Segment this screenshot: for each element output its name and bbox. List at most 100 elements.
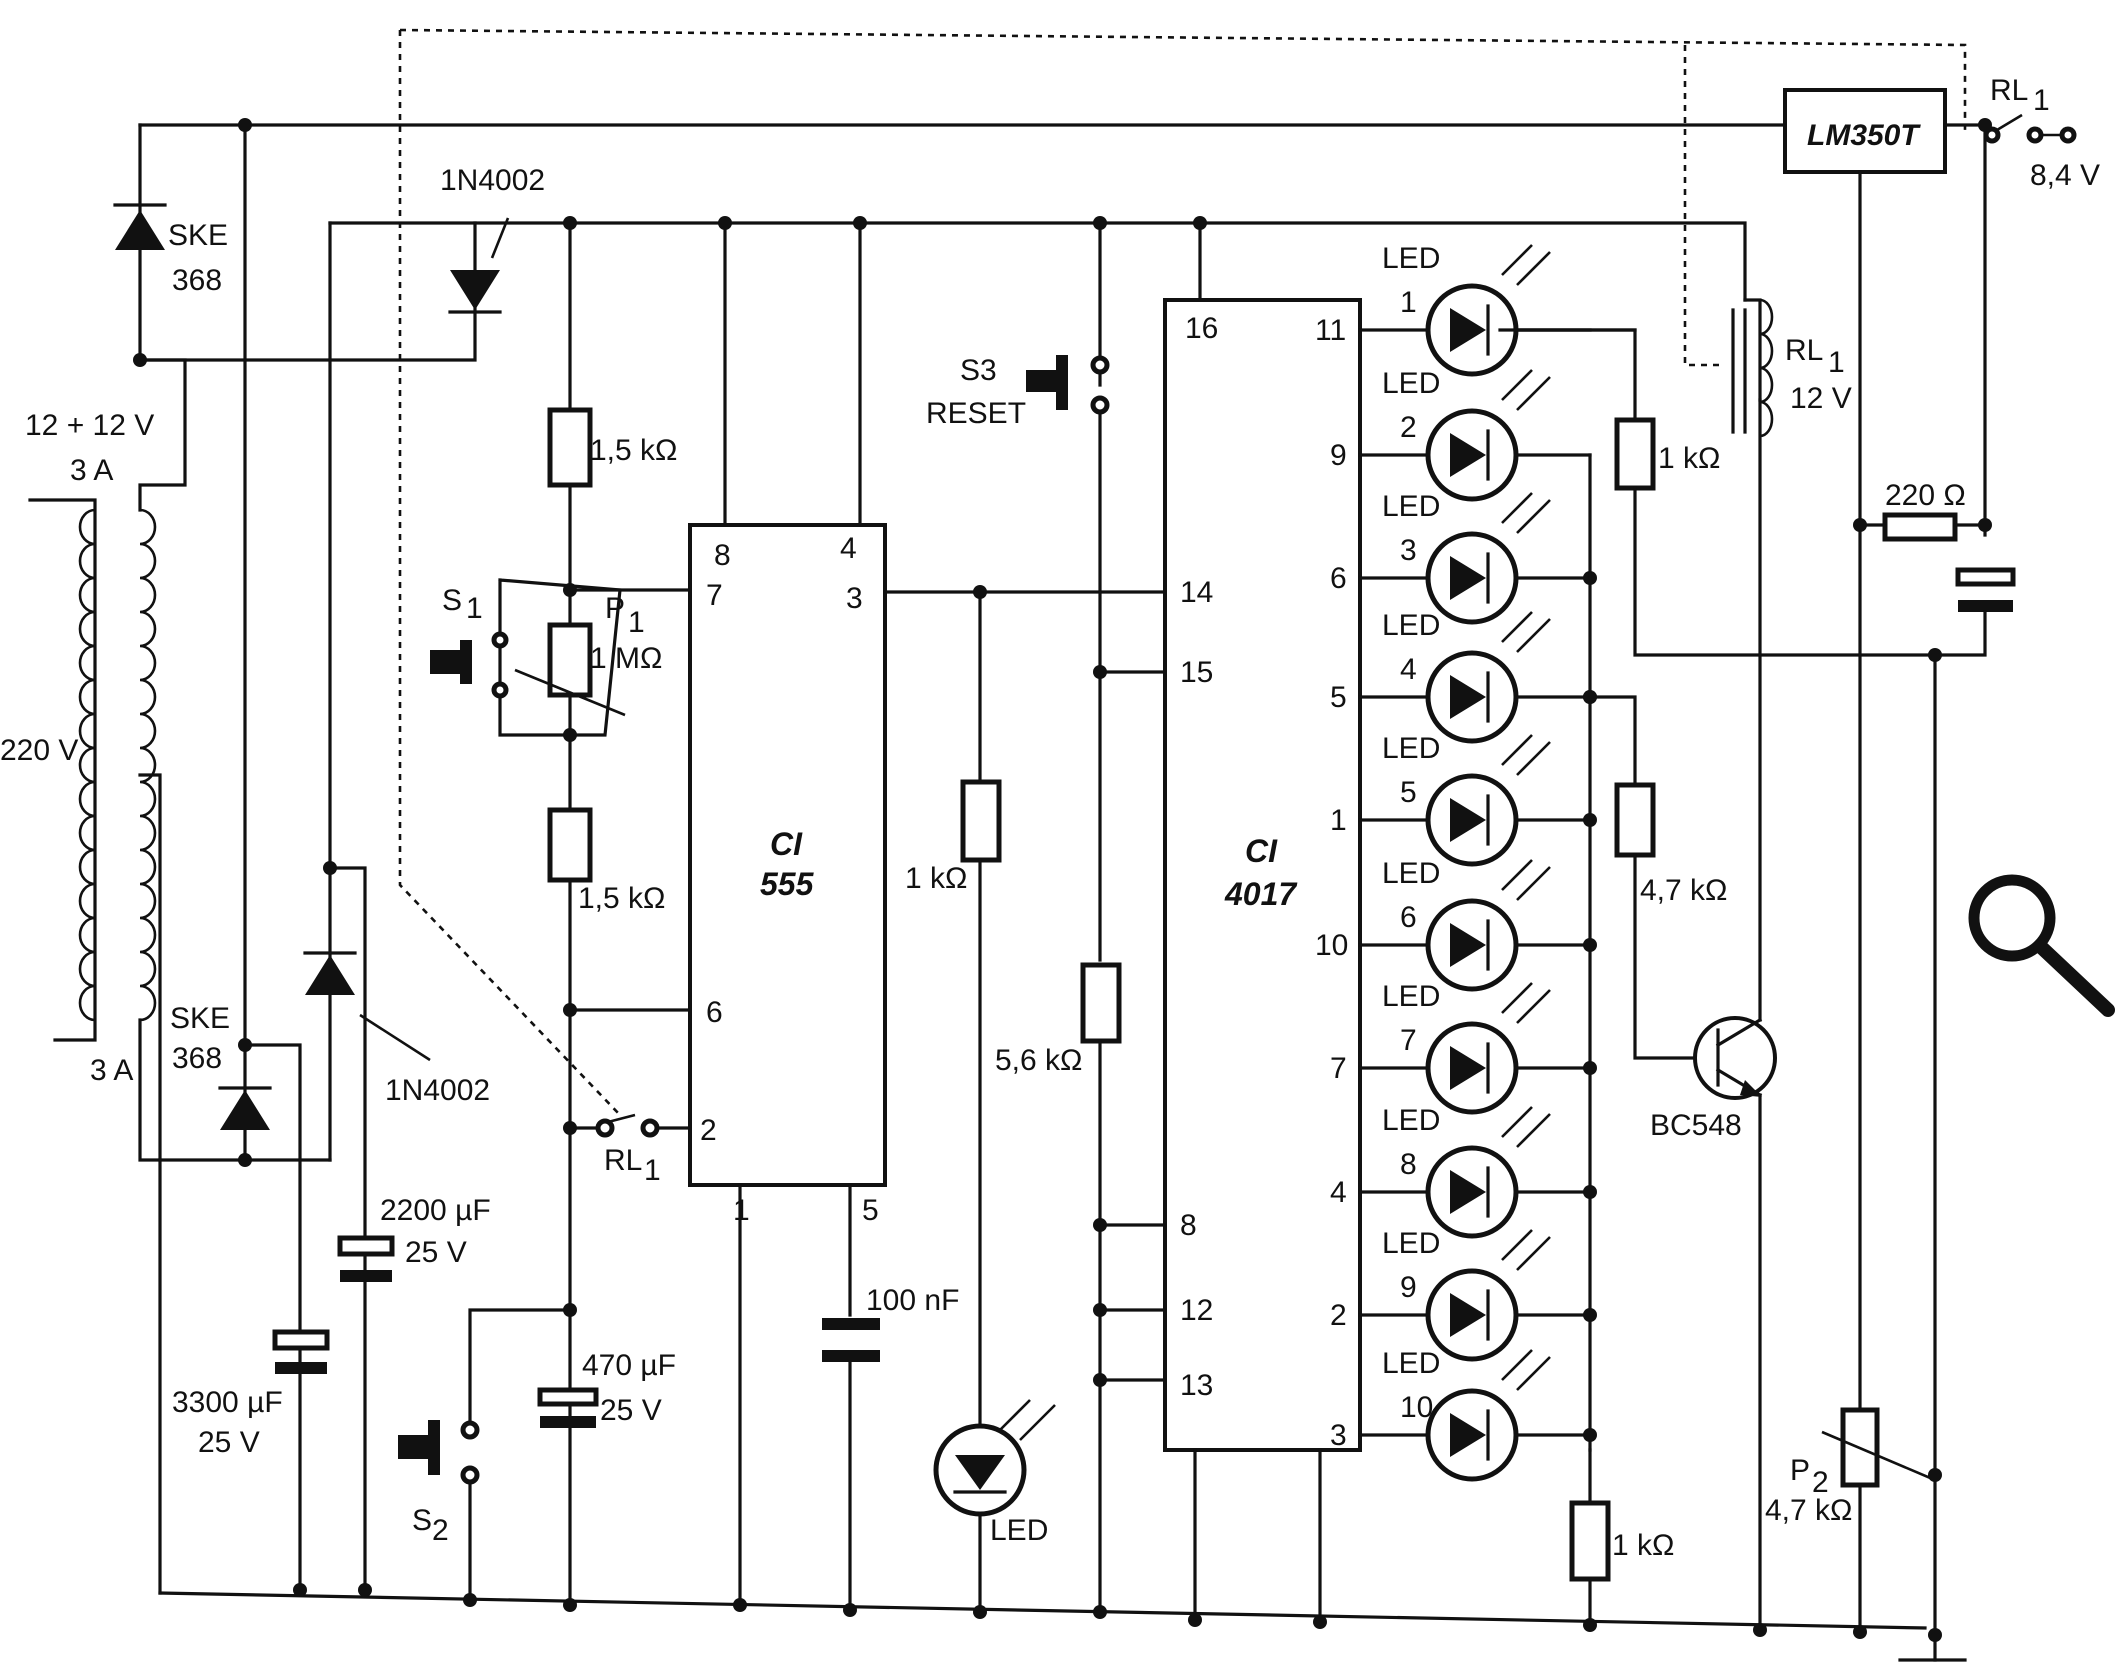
secondary-current-bottom: 3 A <box>90 1054 133 1087</box>
led-number: 2 <box>1400 411 1417 444</box>
led-ray <box>1501 859 1533 891</box>
led-ray <box>1516 251 1551 286</box>
c3-voltage: 25 V <box>600 1394 662 1427</box>
pin-4017-out: 1 <box>1330 804 1347 837</box>
led-ray <box>1501 369 1533 401</box>
pin-555-6: 6 <box>706 996 723 1029</box>
relay-driver: 1 kΩ 4,7 kΩ BC548 RL 1 12 V <box>1498 298 1937 1632</box>
base-resistor: 4,7 kΩ <box>1640 874 1727 907</box>
led-number: 1 <box>1400 286 1417 319</box>
ic-4017-label: CI <box>1245 833 1278 869</box>
timer-section: 1,5 kΩ P 1 1 MΩ 1,5 kΩ RL 1 S 1 <box>398 221 959 1612</box>
junction-dot <box>1583 1428 1597 1442</box>
transistor-bc548 <box>1693 1016 1777 1100</box>
switch-s2[interactable] <box>398 1420 480 1485</box>
regulator-box <box>1783 88 1947 174</box>
led-row: LED 5 1 <box>1330 732 1597 867</box>
relay-switch-label: RL <box>1990 74 2028 107</box>
pin-555-2: 2 <box>700 1114 717 1147</box>
pin-555-4: 4 <box>840 532 857 565</box>
led-triangle <box>1450 675 1486 719</box>
diode-top-code: 368 <box>172 264 222 297</box>
pin-4017-14: 14 <box>1180 576 1213 609</box>
pin-4017-out: 5 <box>1330 681 1347 714</box>
c1-value: 2200 µF <box>380 1194 491 1227</box>
led-ray <box>1516 989 1551 1024</box>
relay-voltage: 12 V <box>1790 382 1852 415</box>
relay-switch-sub: 1 <box>2033 84 2050 117</box>
led-ray <box>1501 244 1533 276</box>
switch-s2-label: S <box>412 1504 432 1537</box>
led-ray <box>1501 1106 1533 1138</box>
timer-r-bottom-label: 1,5 kΩ <box>578 882 665 915</box>
junction-dot <box>1583 1308 1597 1322</box>
magnifier-icon[interactable] <box>1968 874 2115 1017</box>
output-voltage: 8,4 V <box>2030 159 2100 192</box>
ic-555-label: CI <box>770 826 803 862</box>
relay-mechanical-links <box>398 28 1967 1116</box>
led-ray <box>1516 1356 1551 1391</box>
led-triangle <box>1450 556 1486 600</box>
primary-voltage: 220 V <box>0 734 78 767</box>
diode-bottom-name: SKE <box>170 1002 230 1035</box>
diode-bottom-code: 368 <box>172 1042 222 1075</box>
led-word: LED <box>1382 980 1440 1013</box>
filter-capacitors: 2200 µF 25 V 3300 µF 25 V <box>172 1194 491 1459</box>
pin-4017-out: 2 <box>1330 1299 1347 1332</box>
rectifier: SKE 368 SKE 368 1N4002 1N4002 <box>113 123 545 1592</box>
led-ray <box>1516 1236 1551 1271</box>
c3-value: 470 µF <box>582 1349 676 1382</box>
transformer: 220 V 12 + 12 V 3 A 3 A <box>0 358 332 1162</box>
reset-resistor: 5,6 kΩ <box>995 1044 1082 1077</box>
led-word: LED <box>1382 732 1440 765</box>
pin-4017-12: 12 <box>1180 1294 1213 1327</box>
led-ray <box>1516 618 1551 653</box>
led-number: 4 <box>1400 653 1417 686</box>
led-triangle <box>1450 1046 1486 1090</box>
led-ray <box>1501 611 1533 643</box>
pin-555-8: 8 <box>714 539 731 572</box>
led-resistor: 1 kΩ <box>1612 1529 1674 1562</box>
diode-upper-small: 1N4002 <box>440 164 545 197</box>
led-number: 8 <box>1400 1148 1417 1181</box>
secondary-current-top: 3 A <box>70 454 113 487</box>
led-ray <box>1501 734 1533 766</box>
relay-coil <box>1731 298 1774 438</box>
counter-section: S3 RESET 5,6 kΩ CI 4017 16 14 15 8 12 13… <box>926 221 1674 1627</box>
reset-switch-label: RESET <box>926 397 1026 430</box>
timer-led-label: LED <box>990 1514 1048 1547</box>
led-number: 5 <box>1400 776 1417 809</box>
led-triangle <box>1450 798 1486 842</box>
ic-4017-number: 4017 <box>1224 876 1298 912</box>
led-word: LED <box>1382 1347 1440 1380</box>
led-ray <box>1516 1113 1551 1148</box>
ic-4017 <box>1163 298 1362 1452</box>
led-ray <box>1501 1349 1533 1381</box>
relay-resistor: 1 kΩ <box>1658 442 1720 475</box>
relay-sub: 1 <box>1828 346 1845 379</box>
reset-switch-name: S3 <box>960 354 997 387</box>
switch-s1-label: S <box>442 584 462 617</box>
led-number: 9 <box>1400 1271 1417 1304</box>
switch-s1[interactable] <box>430 631 509 699</box>
c2-value: 3300 µF <box>172 1386 283 1419</box>
junction-dot <box>1583 1185 1597 1199</box>
reset-switch[interactable] <box>1026 355 1110 415</box>
regulator-label: LM350T <box>1807 119 1921 152</box>
pin-4017-out: 11 <box>1315 314 1346 347</box>
pot-p2-name: P <box>1790 1454 1810 1487</box>
led-word: LED <box>1382 1104 1440 1137</box>
switch-s2-sub: 2 <box>432 1514 449 1547</box>
pin-4017-15: 15 <box>1180 656 1213 689</box>
timer-led-resistor: 1 kΩ <box>905 862 967 895</box>
led-word: LED <box>1382 857 1440 890</box>
led-ray <box>1501 492 1533 524</box>
